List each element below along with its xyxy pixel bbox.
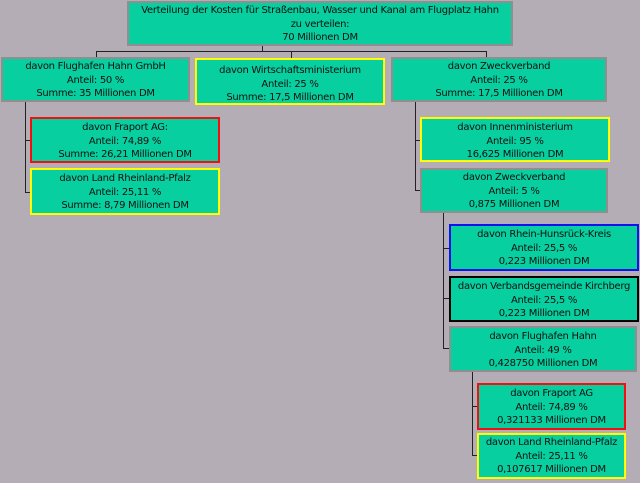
node-land-rheinland-pfalz: davon Land Rheinland-Pfalz Anteil: 25,11… <box>30 168 220 215</box>
node-flughafen-hahn-gmbh: davon Flughafen Hahn GmbH Anteil: 50 % S… <box>1 57 190 102</box>
node-title: davon Zweckverband <box>462 172 566 183</box>
node-sum: 0,875 Millionen DM <box>468 199 560 210</box>
node-share: Anteil: 74,89 % <box>515 401 588 413</box>
node-sum: Summe: 17,5 Millionen DM <box>226 92 354 103</box>
node-share: Anteil: 95 % <box>486 135 544 147</box>
node-sum: Summe: 26,21 Millionen DM <box>58 149 192 160</box>
connector <box>443 212 444 349</box>
node-sum: 16,625 Millionen DM <box>466 149 564 160</box>
node-land-rheinland-pfalz-2: davon Land Rheinland-Pfalz Anteil: 25,11… <box>477 433 626 479</box>
node-share: Anteil: 25,5 % <box>510 294 578 306</box>
node-share: Anteil: 49 % <box>514 344 572 356</box>
node-title: davon Verbandsgemeinde Kirchberg <box>457 281 631 292</box>
node-title: davon Land Rheinland-Pfalz <box>59 173 191 184</box>
node-sum: 0,107617 Millionen DM <box>497 464 606 475</box>
node-sum: 0,428750 Millionen DM <box>488 358 598 369</box>
connector <box>443 348 449 349</box>
node-sum: Summe: 17,5 Millionen DM <box>435 88 563 99</box>
connector <box>443 298 449 299</box>
node-sum: Summe: 8,79 Millionen DM <box>61 200 189 211</box>
node-innenministerium: davon Innenministerium Anteil: 95 % 16,6… <box>420 117 610 162</box>
node-share: Anteil: 5 % <box>488 185 540 197</box>
node-title: davon Flughafen Hahn GmbH <box>25 61 166 72</box>
node-fraport-ag: davon Fraport AG: Anteil: 74,89 % Summe:… <box>30 117 220 163</box>
connector <box>472 455 478 456</box>
node-share: Anteil: 25,11 % <box>515 450 588 462</box>
connector <box>25 192 31 193</box>
node-share: Anteil: 50 % <box>66 74 125 86</box>
connector <box>96 51 97 57</box>
node-rhein-hunsrueck-kreis: davon Rhein-Hunsrück-Kreis Anteil: 25,5 … <box>449 224 639 271</box>
node-title: davon Innenministerium <box>457 122 573 133</box>
node-zweckverband-2: davon Zweckverband Anteil: 5 % 0,875 Mil… <box>420 168 608 213</box>
node-title: davon Wirtschaftsministerium <box>219 65 361 76</box>
node-zweckverband: davon Zweckverband Anteil: 25 % Summe: 1… <box>391 57 607 102</box>
node-root: Verteilung der Kosten für Straßenbau, Wa… <box>127 1 513 46</box>
node-sum: 70 Millionen DM <box>282 32 358 43</box>
connector <box>25 140 31 141</box>
node-title: davon Flughafen Hahn <box>489 331 597 342</box>
node-verbandsgemeinde-kirchberg: davon Verbandsgemeinde Kirchberg Anteil:… <box>449 276 639 322</box>
connector <box>291 51 292 58</box>
connector <box>443 248 449 249</box>
node-title: davon Fraport AG: <box>82 122 168 133</box>
node-share: Anteil: 25 % <box>470 74 528 86</box>
connector <box>262 45 263 52</box>
node-title: davon Rhein-Hunsrück-Kreis <box>477 229 611 240</box>
node-share: Anteil: 25,11 % <box>88 186 162 198</box>
node-flughafen-hahn: davon Flughafen Hahn Anteil: 49 % 0,4287… <box>449 326 637 372</box>
connector <box>472 406 478 407</box>
node-sum: 0,321133 Millionen DM <box>497 415 606 426</box>
connector <box>25 101 26 193</box>
node-share: Anteil: 25 % <box>261 78 319 90</box>
connector <box>415 140 421 141</box>
node-share: zu verteilen: <box>290 18 350 30</box>
node-sum: 0,223 Millionen DM <box>498 308 590 319</box>
node-share: Anteil: 74,89 % <box>88 135 162 147</box>
node-title: Verteilung der Kosten für Straßenbau, Wa… <box>141 5 499 16</box>
node-sum: Summe: 35 Millionen DM <box>36 88 155 99</box>
connector <box>415 101 416 191</box>
connector <box>472 371 473 456</box>
node-share: Anteil: 25,5 % <box>510 242 578 254</box>
node-title: davon Zweckverband <box>447 61 551 72</box>
node-title: davon Land Rheinland-Pfalz <box>485 437 618 448</box>
node-sum: 0,223 Millionen DM <box>498 256 590 267</box>
connector <box>486 51 487 57</box>
node-title: davon Fraport AG <box>510 388 593 399</box>
node-wirtschaftsministerium: davon Wirtschaftsministerium Anteil: 25 … <box>195 58 385 105</box>
connector <box>415 190 421 191</box>
node-fraport-ag-2: davon Fraport AG Anteil: 74,89 % 0,32113… <box>477 383 626 430</box>
